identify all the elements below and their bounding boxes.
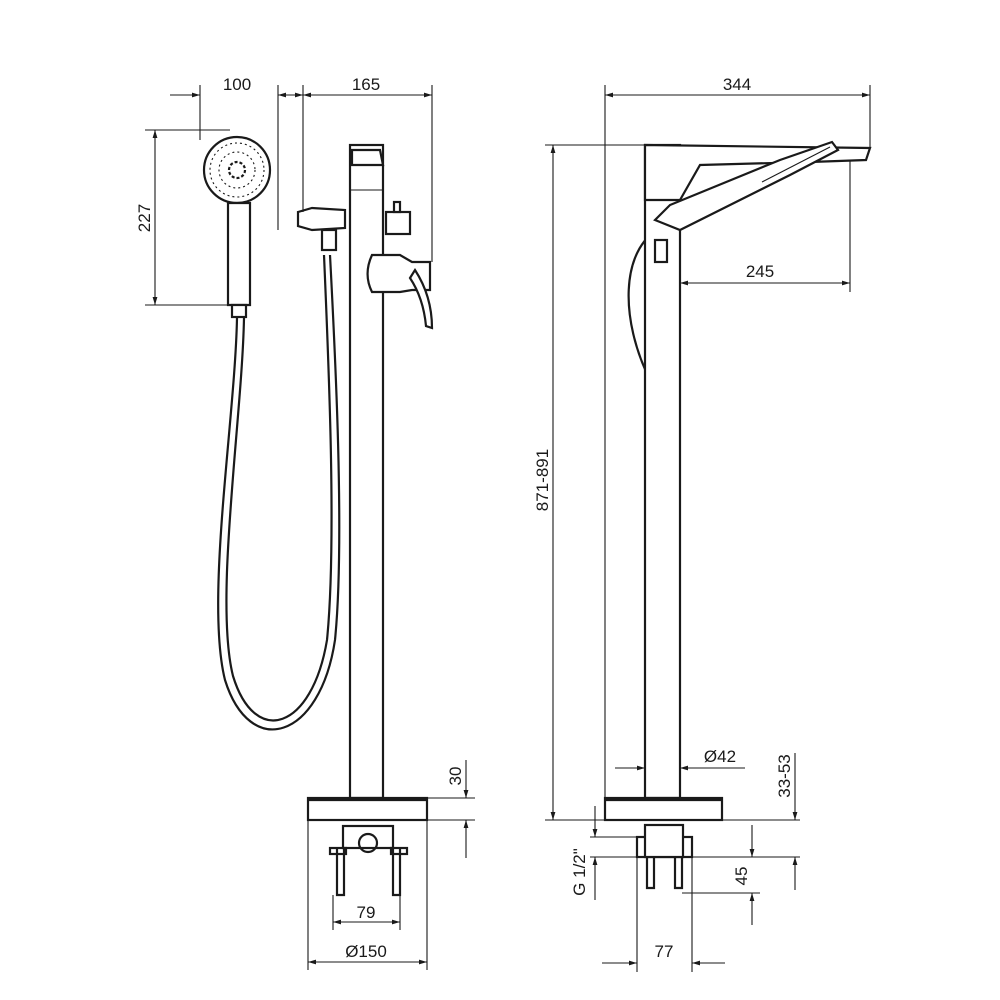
shower-holder xyxy=(296,206,347,232)
side-view xyxy=(603,140,872,890)
dim-spout-offset: 165 xyxy=(352,75,380,94)
floor-fitting xyxy=(328,824,409,897)
front-dimensions: 100 165 227 30 79 Ø150 xyxy=(135,75,475,970)
dim-total-length: 344 xyxy=(723,75,751,94)
shower-handle xyxy=(226,201,252,307)
dim-shower-width: 100 xyxy=(223,75,251,94)
diverter-knob xyxy=(384,210,412,236)
dim-base-diameter: Ø150 xyxy=(345,942,387,961)
spout-top xyxy=(350,148,385,167)
dim-column-diameter: Ø42 xyxy=(704,747,736,766)
floor-base xyxy=(306,796,429,822)
side-dimensions: 344 871-891 245 Ø42 33-53 G 1/2" 45 77 xyxy=(533,75,871,972)
side-base xyxy=(603,796,724,822)
dim-base-height: 30 xyxy=(446,767,465,786)
front-view xyxy=(202,135,434,897)
dim-total-height: 871-891 xyxy=(533,449,552,511)
mixer-lever xyxy=(408,267,434,330)
dim-fitting-width: 77 xyxy=(655,942,674,961)
shower-hose xyxy=(217,254,341,731)
dim-spout-reach: 245 xyxy=(746,262,774,281)
dim-shower-height: 227 xyxy=(135,204,154,232)
shower-head xyxy=(202,135,272,205)
mixer-column xyxy=(348,143,385,800)
dim-thread: G 1/2" xyxy=(570,848,589,896)
side-hand-shower xyxy=(653,140,840,232)
dim-fitting-spacing: 79 xyxy=(357,903,376,922)
dim-fitting-height: 45 xyxy=(732,867,751,886)
dim-adjust-range: 33-53 xyxy=(775,754,794,797)
